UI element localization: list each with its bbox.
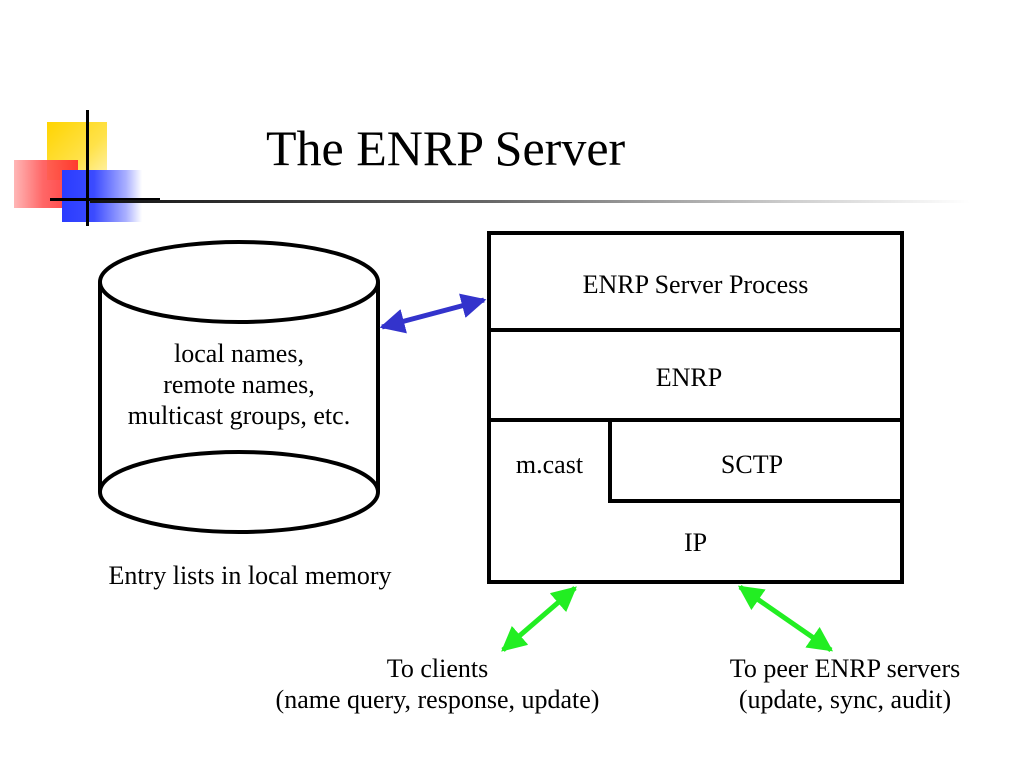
peers-arrow [737,584,834,653]
database-contents: local names, remote names, multicast gro… [100,338,378,431]
slide-title: The ENRP Server [266,120,626,176]
clients-label: To clients (name query, response, update… [230,653,645,715]
stack-outer-box [487,231,904,584]
database-caption: Entry lists in local memory [108,561,392,590]
db-line-multicast-groups: multicast groups, etc. [127,401,351,430]
clients-label-line2: (name query, response, update) [275,685,600,714]
protocol-stack [487,231,904,584]
logo-horizontal-line [50,198,160,201]
database-cylinder [98,240,380,534]
peers-label: To peer ENRP servers (update, sync, audi… [680,653,1010,715]
logo-vertical-line [86,110,89,226]
blue-square [62,170,142,222]
stack-divider-sctp [608,420,902,503]
stack-layer-mcast: m.cast [515,450,584,479]
clients-arrow [501,586,577,652]
title-rule [90,200,970,203]
db-line-remote-names: remote names, [163,370,315,399]
peers-label-line1: To peer ENRP servers [729,654,961,683]
cylinder-bottom [98,450,380,534]
stack-layer-ip: IP [683,528,708,557]
corner-logo-graphic [0,0,160,240]
clients-label-line1: To clients [386,654,489,683]
db-line-local-names: local names, [174,339,304,368]
stack-layer-sctp: SCTP [720,450,784,479]
cylinder-sides [98,282,380,492]
db-process-arrow [379,293,487,334]
cylinder-top [98,240,380,324]
stack-layer-process: ENRP Server Process [582,270,809,299]
peers-label-line2: (update, sync, audit) [738,685,952,714]
stack-layer-enrp: ENRP [655,363,723,392]
